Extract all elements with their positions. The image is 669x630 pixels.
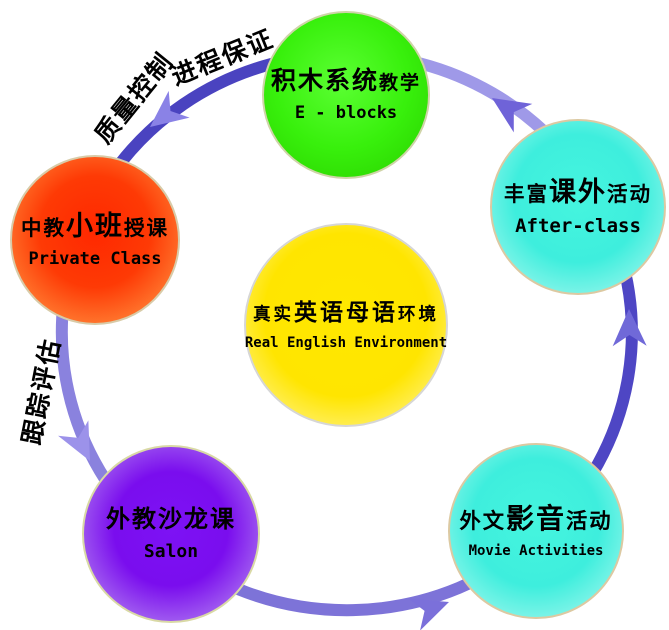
node-private-class-title: 中教小班授课 <box>20 210 170 241</box>
node-center-title: 真实英语母语环境 <box>253 299 439 326</box>
node-center-environment: 真实英语母语环境 Real English Environment <box>244 223 448 427</box>
node-salon-title: 外教沙龙课 <box>106 506 236 534</box>
node-after-class: 丰富课外活动 After-class <box>490 119 666 295</box>
node-movie-activities-title: 外文影音活动 <box>459 503 613 535</box>
arrowhead-to-afterclass-icon <box>612 309 647 347</box>
arrowhead-to-movie-icon <box>408 598 449 630</box>
node-center-subtitle: Real English Environment <box>244 334 448 351</box>
node-movie-activities: 外文影音活动 Movie Activities <box>448 443 624 619</box>
node-private-class: 中教小班授课 Private Class <box>10 155 180 325</box>
arrowhead-to-eblocks-icon <box>492 98 533 133</box>
node-after-class-title: 丰富课外活动 <box>503 176 653 207</box>
node-salon-subtitle: Salon <box>143 540 199 562</box>
node-e-blocks: 积木系统教学 E - blocks <box>262 11 430 179</box>
node-e-blocks-title: 积木系统教学 <box>270 67 422 96</box>
node-private-class-subtitle: Private Class <box>28 249 162 270</box>
node-after-class-subtitle: After-class <box>515 215 641 238</box>
node-salon: 外教沙龙课 Salon <box>82 445 260 623</box>
arrowhead-to-salon-icon <box>58 420 90 461</box>
node-movie-activities-subtitle: Movie Activities <box>468 542 604 559</box>
node-e-blocks-subtitle: E - blocks <box>294 102 398 123</box>
arrowhead-to-private-icon <box>150 90 190 127</box>
